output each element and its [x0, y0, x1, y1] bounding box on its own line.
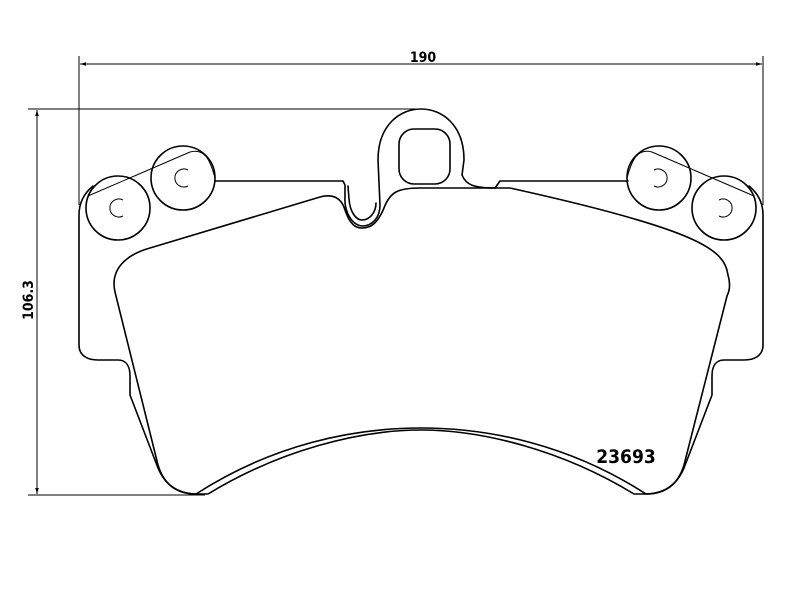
lug-tangent-left [87, 150, 216, 197]
friction-material-outline [113, 187, 731, 495]
lug-hole-arc [718, 198, 733, 218]
lug-left-outer [85, 175, 151, 241]
lug-hole-arc [109, 198, 124, 218]
width-dimension-label: 190 [410, 50, 437, 66]
lug-circles [85, 145, 757, 241]
lug-hole-arc [174, 168, 189, 188]
height-dimension-label: 106.3 [21, 280, 37, 320]
backing-plate-outline [78, 185, 764, 495]
tab-hole [398, 128, 451, 185]
lug-right-outer [691, 175, 757, 241]
lug-tangent-right [626, 150, 755, 197]
lug-hole-arc [653, 168, 668, 188]
part-number-label: 23693 [596, 446, 655, 468]
backing-plate-top-edge [214, 108, 629, 227]
backing-plate-top-edge-inner [347, 185, 377, 221]
